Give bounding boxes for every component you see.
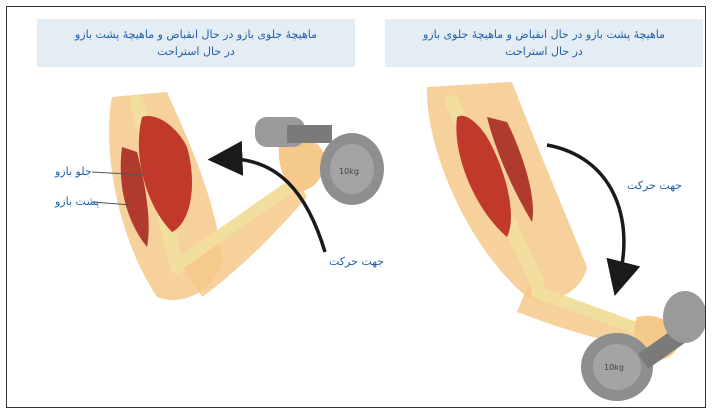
right-dumbbell-weight: 10kg	[604, 363, 624, 372]
triceps-label: پشت بازو	[55, 195, 99, 208]
left-direction-label: جهت حرکت	[329, 255, 384, 268]
left-dumbbell-weight: 10kg	[339, 167, 359, 176]
biceps-label: جلو بازو	[55, 165, 92, 178]
right-dumbbell	[581, 291, 706, 401]
illustration	[7, 7, 706, 408]
right-direction-label: جهت حرکت	[627, 179, 682, 192]
diagram-frame: ماهیچهٔ جلوی بازو در حال انقباض و ماهیچه…	[6, 6, 706, 408]
right-extended-arm	[427, 82, 679, 360]
